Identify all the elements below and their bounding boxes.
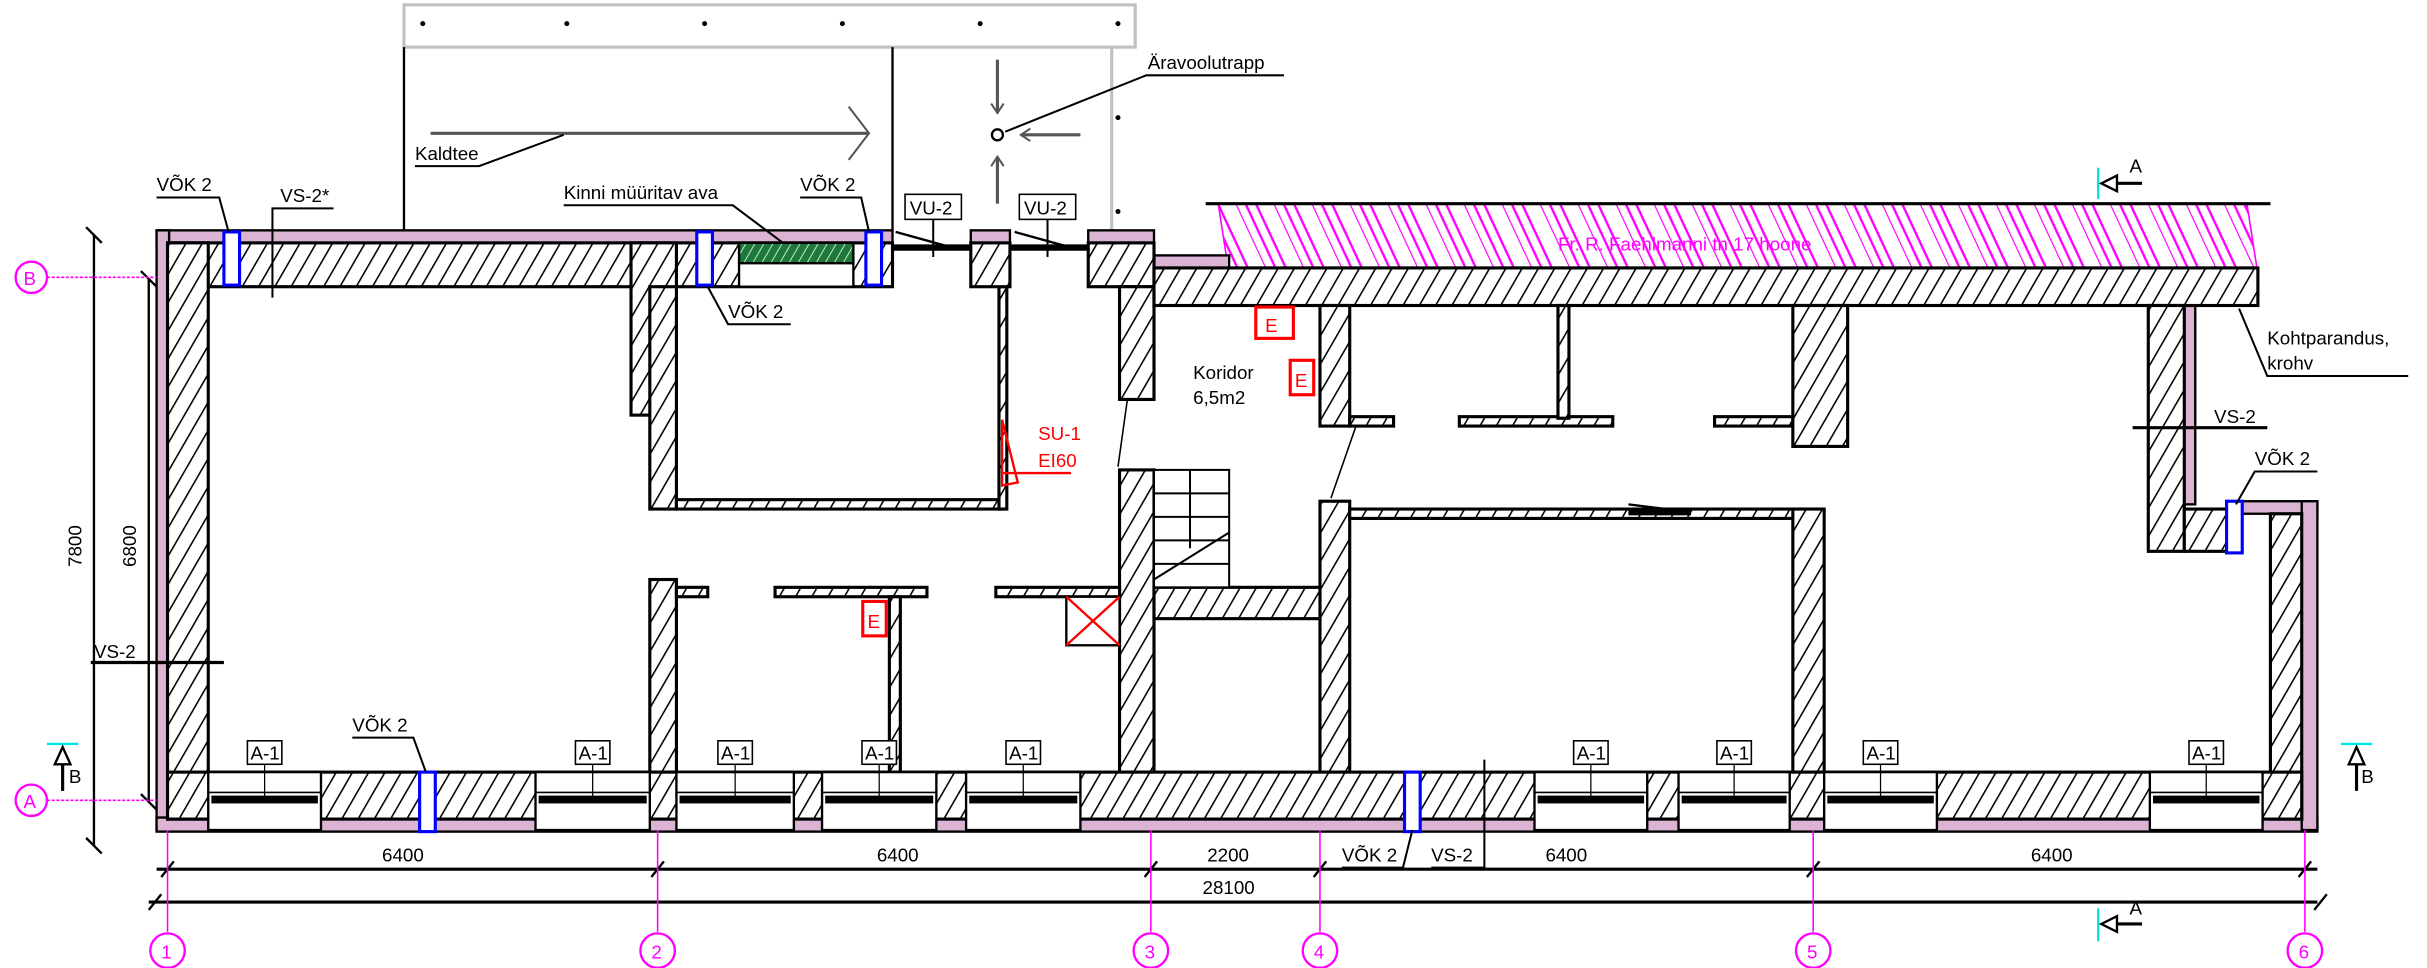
window-type-label: A-1 [1009,743,1038,764]
window: A-1 [534,740,651,832]
neighbour-label: Fr. R. Faehlmanni tn 17 hoone [1558,234,1811,255]
dimension-3-4: 2200 [1207,844,1249,865]
window: A-1 [2148,740,2264,832]
axis-4-label: 4 [1314,941,1324,962]
axis-5-label: 5 [1807,941,1817,962]
window: A-1 [820,740,938,832]
vok-label: VÕK 2 [800,174,855,195]
wall-finish [155,229,2319,833]
dimension-5-6: 6400 [2031,844,2073,865]
e-marker: E [1295,370,1308,391]
vs2-label: VS-2 [94,641,136,662]
vok-label: VÕK 2 [2255,448,2310,469]
window: A-1 [1533,740,1649,832]
window-type-label: A-1 [865,743,894,764]
vs2-label: VS-2 [2214,406,2256,427]
vu2-label: VU-2 [910,198,953,219]
window: A-1 [1677,740,1791,832]
window-type-label: A-1 [1720,743,1749,764]
dimension-vertical-inner: 6800 [119,525,140,567]
section-a-label: A [2129,898,2142,919]
walls [165,241,2304,821]
section-markers: A A B B [46,155,2374,942]
window-type-label: A-1 [251,743,280,764]
vs2-star-label: VS-2* [280,185,330,206]
window-type-label: A-1 [1866,743,1895,764]
bricked-opening-label: Kinni müüritav ava [564,182,719,203]
axis-a-label: A [23,791,36,812]
door-su1-label: SU-1 [1038,423,1081,444]
dimension-2-3: 6400 [877,844,919,865]
repair-label: Kohtparandus, [2267,328,2389,349]
dimension-vertical-outer: 7800 [64,525,85,567]
window-type-label: A-1 [579,743,608,764]
section-b-label: B [2361,766,2374,787]
e-marker: E [867,611,880,632]
window: A-1 [1822,740,1939,832]
bricked-opening [737,241,855,265]
section-b-label: B [69,766,82,787]
dimensions: 6400 6400 2200 6400 6400 28100 7800 6800 [64,226,2328,911]
vs2-label: VS-2 [1431,844,1473,865]
axis-3-label: 3 [1145,941,1155,962]
grid-axes: B A 1 2 3 4 5 6 [14,260,2324,968]
shaft-box [1065,595,1121,647]
e-marker: E [1265,315,1278,336]
window-type-label: A-1 [2192,743,2221,764]
vok-vents [222,230,2244,834]
fire-rating-label: EI60 [1038,450,1077,471]
windows: A-1 A-1 A-1 A-1 A-1 A-1 A-1 A-1 A-1 [207,740,2264,832]
vu2-label: VU-2 [1024,198,1067,219]
vok-label: VÕK 2 [728,301,783,322]
vok-label: VÕK 2 [1342,844,1397,865]
dimension-4-5: 6400 [1545,844,1587,865]
window: A-1 [964,740,1082,832]
vok-label: VÕK 2 [352,714,407,735]
section-a-label: A [2129,155,2142,176]
axis-1-label: 1 [161,941,171,962]
e-markers: E E E [861,305,1316,638]
annotations: Kaldtee Äravoolutrapp Kinni müüritav ava… [90,52,2409,869]
ramp-area [402,3,1137,231]
axis-b-label: B [23,268,36,289]
window-type-label: A-1 [721,743,750,764]
doors [892,230,1692,516]
drain-icon [990,128,1005,142]
window-type-label: A-1 [1577,743,1606,764]
stairs [1152,468,1231,589]
dimension-1-2: 6400 [382,844,424,865]
window: A-1 [675,740,796,832]
axis-2-label: 2 [651,941,661,962]
ramp-arrow [430,59,1081,204]
room-area: 6,5m2 [1193,387,1245,408]
axis-6-label: 6 [2299,941,2309,962]
window: A-1 [207,740,323,832]
kaldtee-label: Kaldtee [415,143,479,164]
vok-label: VÕK 2 [157,174,212,195]
dimension-total: 28100 [1203,877,1255,898]
neighbour-building: Fr. R. Faehlmanni tn 17 hoone [1205,202,2271,275]
drain-label: Äravoolutrapp [1148,52,1265,73]
plaster-label: krohv [2267,353,2314,374]
room-name: Koridor [1193,362,1254,383]
